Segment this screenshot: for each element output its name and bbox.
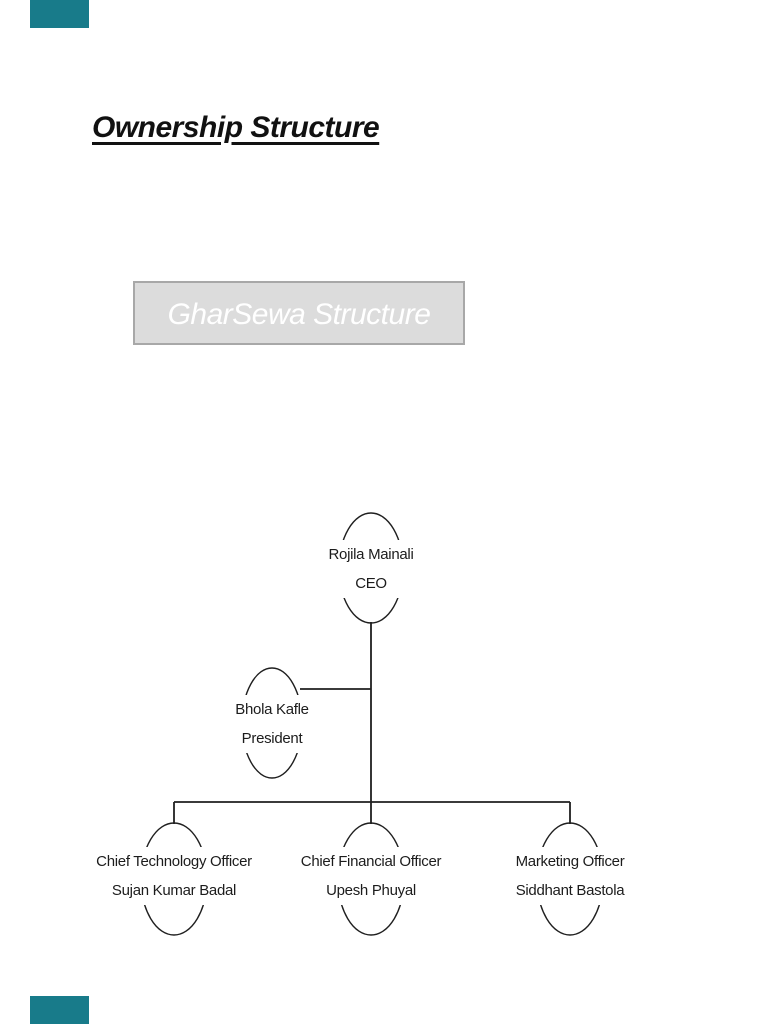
ceo-role: CEO (355, 575, 387, 592)
org-node-president: Bhola Kafle President (230, 695, 314, 753)
cfo-role: Chief Financial Officer (300, 853, 442, 870)
org-node-marketing: Marketing Officer Siddhant Bastola (510, 847, 630, 905)
president-person-name: Bhola Kafle (235, 701, 309, 718)
marketing-role: Marketing Officer (515, 853, 625, 870)
cto-role: Chief Technology Officer (96, 853, 252, 870)
org-node-cfo: Chief Financial Officer Upesh Phuyal (295, 847, 447, 905)
cto-person-name: Sujan Kumar Badal (111, 882, 237, 899)
diagram-title-text: GharSewa Structure (167, 298, 431, 331)
org-node-cto: Chief Technology Officer Sujan Kumar Bad… (91, 847, 257, 905)
cfo-person-name: Upesh Phuyal (326, 882, 416, 899)
org-node-ceo: Rojila Mainali CEO (323, 540, 419, 598)
section-heading: Ownership Structure (92, 111, 380, 144)
diagram-title-box: GharSewa Structure (133, 281, 465, 345)
ceo-person-name: Rojila Mainali (328, 546, 414, 563)
page-edge-marker-bottom (30, 996, 89, 1024)
president-role: President (241, 730, 303, 747)
marketing-person-name: Siddhant Bastola (515, 882, 625, 899)
page-edge-marker-top (30, 0, 89, 28)
